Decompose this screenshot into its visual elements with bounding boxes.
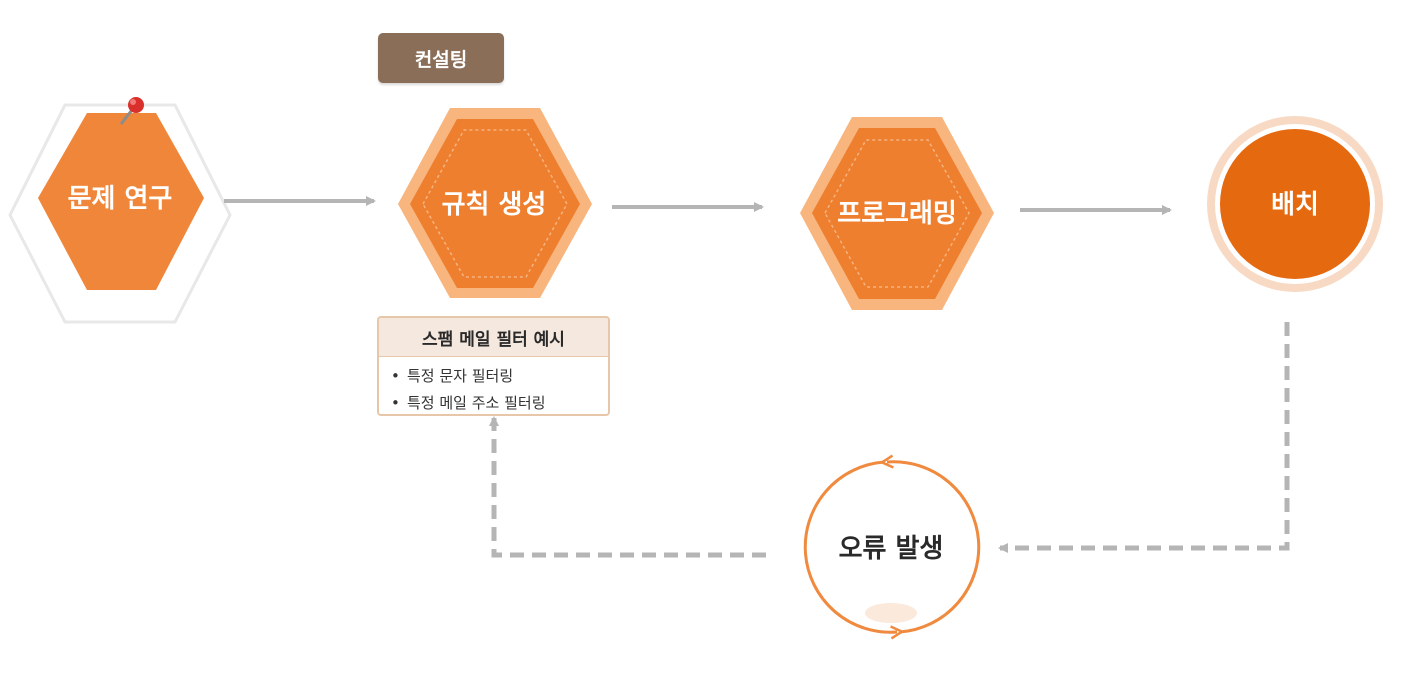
example-title: 스팸 메일 필터 예시 [379, 318, 608, 357]
cycle-arrow-right [887, 462, 981, 634]
example-item: 특정 문자 필터링 [391, 363, 608, 390]
research-label: 문제 연구 [68, 184, 173, 214]
arrow-deploy-to-error [998, 322, 1290, 553]
example-item: 특정 메일 주소 필터링 [391, 390, 608, 414]
rules-label: 규칙 생성 [442, 190, 547, 220]
arrow-error-to-rules [489, 416, 766, 558]
error-label: 오류 발생 [839, 534, 944, 564]
step-deploy: 배치 [1207, 116, 1383, 292]
programming-hexagon [812, 128, 982, 299]
rules-hexagon [410, 119, 580, 288]
deploy-label: 배치 [1271, 190, 1319, 220]
spam-filter-example-box: 스팸 메일 필터 예시 특정 문자 필터링 특정 메일 주소 필터링 [377, 316, 610, 416]
cycle-arrow-left [803, 460, 897, 632]
push-pin-icon [119, 97, 144, 125]
step-programming: 프로그래밍 [800, 117, 994, 310]
error-cycle: 오류 발생 [803, 460, 981, 634]
step-research: 문제 연구 [8, 97, 232, 324]
research-hexagon [38, 113, 204, 290]
example-list: 특정 문자 필터링 특정 메일 주소 필터링 [379, 357, 608, 414]
consulting-tag: 컨설팅 [378, 33, 504, 83]
programming-label: 프로그래밍 [837, 199, 957, 229]
step-rules: 규칙 생성 [398, 108, 592, 298]
deploy-circle [1220, 129, 1370, 279]
